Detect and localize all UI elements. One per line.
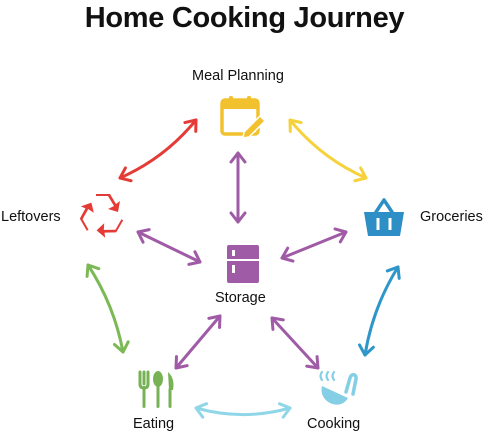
link-cooking-eating-arrowhead-end (194, 402, 209, 419)
recycle-icon (79, 194, 124, 238)
diagram-title: Home Cooking Journey (84, 2, 405, 34)
link-storage-cooking-arrow (270, 316, 320, 370)
link-groceries-cooking-arrow (363, 265, 400, 357)
node-label-storage: Storage (215, 290, 266, 306)
link-cooking-eating-arrowhead-start (277, 402, 292, 419)
link-storage-eating-arrowhead-start (207, 314, 222, 329)
ladle-icon (319, 370, 358, 405)
link-storage-leftovers-arrow (136, 230, 202, 264)
link-leftovers-meal-planning-arrowhead-start (118, 166, 133, 183)
link-meal-planning-groceries-arrowhead-end (353, 166, 368, 183)
node-label-meal-planning: Meal Planning (192, 68, 284, 84)
node-label-cooking: Cooking (307, 416, 361, 432)
link-storage-leftovers-arrowhead-end (136, 228, 151, 244)
link-meal-planning-groceries-arrow (288, 118, 368, 180)
node-label-eating: Eating (133, 416, 175, 432)
link-groceries-cooking-arrowhead-start (385, 265, 401, 280)
link-storage-groceries-arrowhead-end (333, 227, 348, 244)
node-label-leftovers: Leftovers (1, 209, 61, 225)
link-leftovers-meal-planning-arrowhead-end (183, 118, 198, 133)
basket-icon (364, 198, 404, 236)
fridge-icon (227, 245, 259, 283)
link-storage-meal-planning-arrowhead-end (229, 151, 247, 164)
link-eating-leftovers-arrow (86, 263, 125, 354)
link-storage-leftovers-arrowhead-start (187, 250, 202, 266)
link-storage-cooking-arrowhead-end (305, 355, 320, 370)
link-cooking-eating-arrow (194, 406, 292, 417)
link-storage-eating-arrowhead-end (174, 355, 189, 370)
link-storage-cooking-arrowhead-start (270, 316, 285, 331)
calendar-icon (220, 96, 267, 139)
link-storage-eating-arrow (174, 314, 222, 370)
utensils-icon (138, 370, 174, 408)
node-label-groceries: Groceries (420, 209, 483, 225)
link-storage-meal-planning-arrowhead-start (229, 211, 247, 224)
link-eating-leftovers-arrowhead-start (112, 340, 130, 354)
link-groceries-cooking-arrowhead-end (358, 343, 375, 357)
link-leftovers-meal-planning-arrow (118, 118, 198, 180)
link-storage-groceries-arrow (280, 230, 348, 260)
link-meal-planning-groceries-arrowhead-start (288, 118, 303, 133)
link-storage-groceries-arrowhead-start (280, 246, 295, 263)
link-layer (85, 118, 401, 419)
link-eating-leftovers-arrowhead-end (85, 263, 101, 278)
